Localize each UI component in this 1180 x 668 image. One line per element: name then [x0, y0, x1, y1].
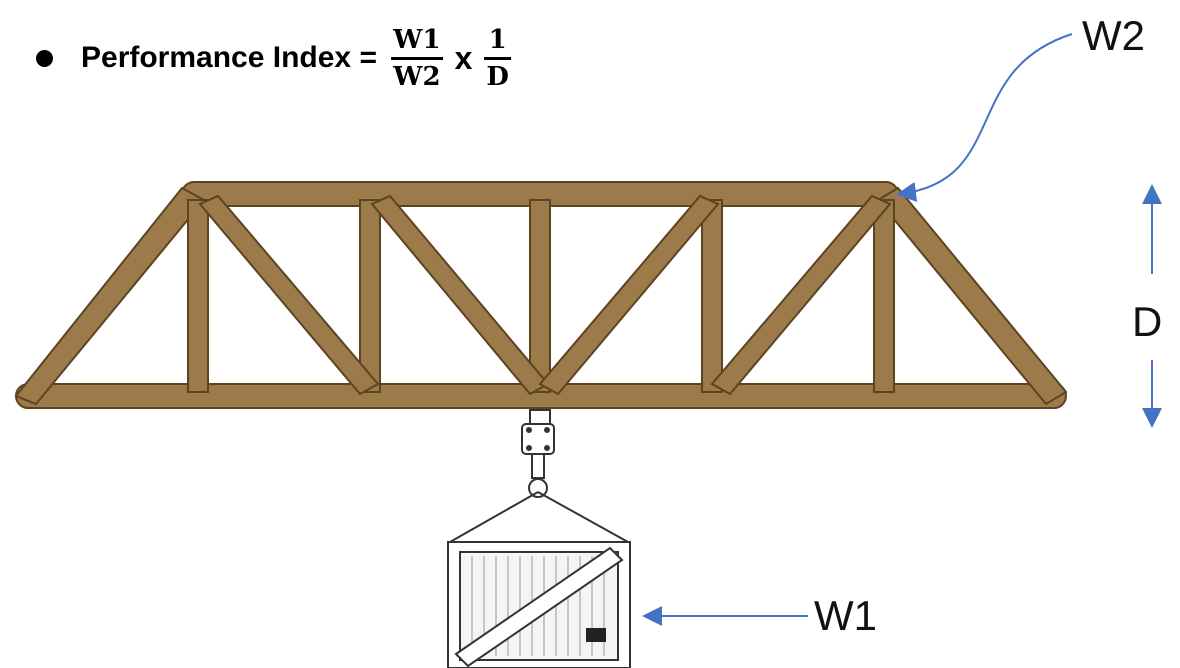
scale-stem — [531, 453, 545, 479]
hanging-scale — [521, 409, 555, 498]
hook-icon — [528, 478, 548, 498]
crate — [447, 541, 631, 668]
vertical-member — [873, 199, 895, 393]
bullet-icon — [36, 49, 53, 67]
fraction-bar — [391, 56, 443, 60]
crate-diagonal-brace — [454, 546, 624, 668]
multiply-sign: x — [454, 39, 473, 76]
fraction-denominator: D — [486, 61, 509, 92]
w2-label: W2 — [1082, 12, 1145, 59]
diagonal-member — [710, 194, 892, 396]
fraction-w1-over-w2: W1 W2 — [391, 24, 443, 92]
right-end-post — [876, 186, 1068, 406]
fraction-1-over-d: 1 D — [484, 25, 511, 92]
scale-mount — [529, 409, 551, 425]
vertical-member — [359, 199, 381, 393]
diagonal-member — [198, 194, 380, 396]
ropes — [449, 491, 629, 543]
truss-bridge — [14, 181, 1068, 409]
vertical-member — [187, 199, 209, 393]
vertical-member — [701, 199, 723, 393]
formula-row: Performance Index = W1 W2 x 1 D — [36, 8, 517, 108]
w1-label: W1 — [814, 592, 877, 639]
fraction-bar — [484, 56, 511, 60]
w2-pointer-arrow — [896, 33, 1073, 202]
fraction-numerator: 1 — [488, 24, 507, 55]
fraction-denominator: W2 — [393, 61, 441, 92]
fragile-icon — [586, 628, 606, 642]
diagonal-member — [538, 194, 720, 396]
formula-prefix: Performance Index = — [81, 41, 386, 74]
depth-label: D — [1132, 298, 1163, 345]
vertical-member — [529, 199, 551, 393]
diagonal-member — [370, 194, 550, 396]
fraction-numerator: W1 — [393, 24, 441, 55]
left-end-post — [14, 186, 206, 406]
